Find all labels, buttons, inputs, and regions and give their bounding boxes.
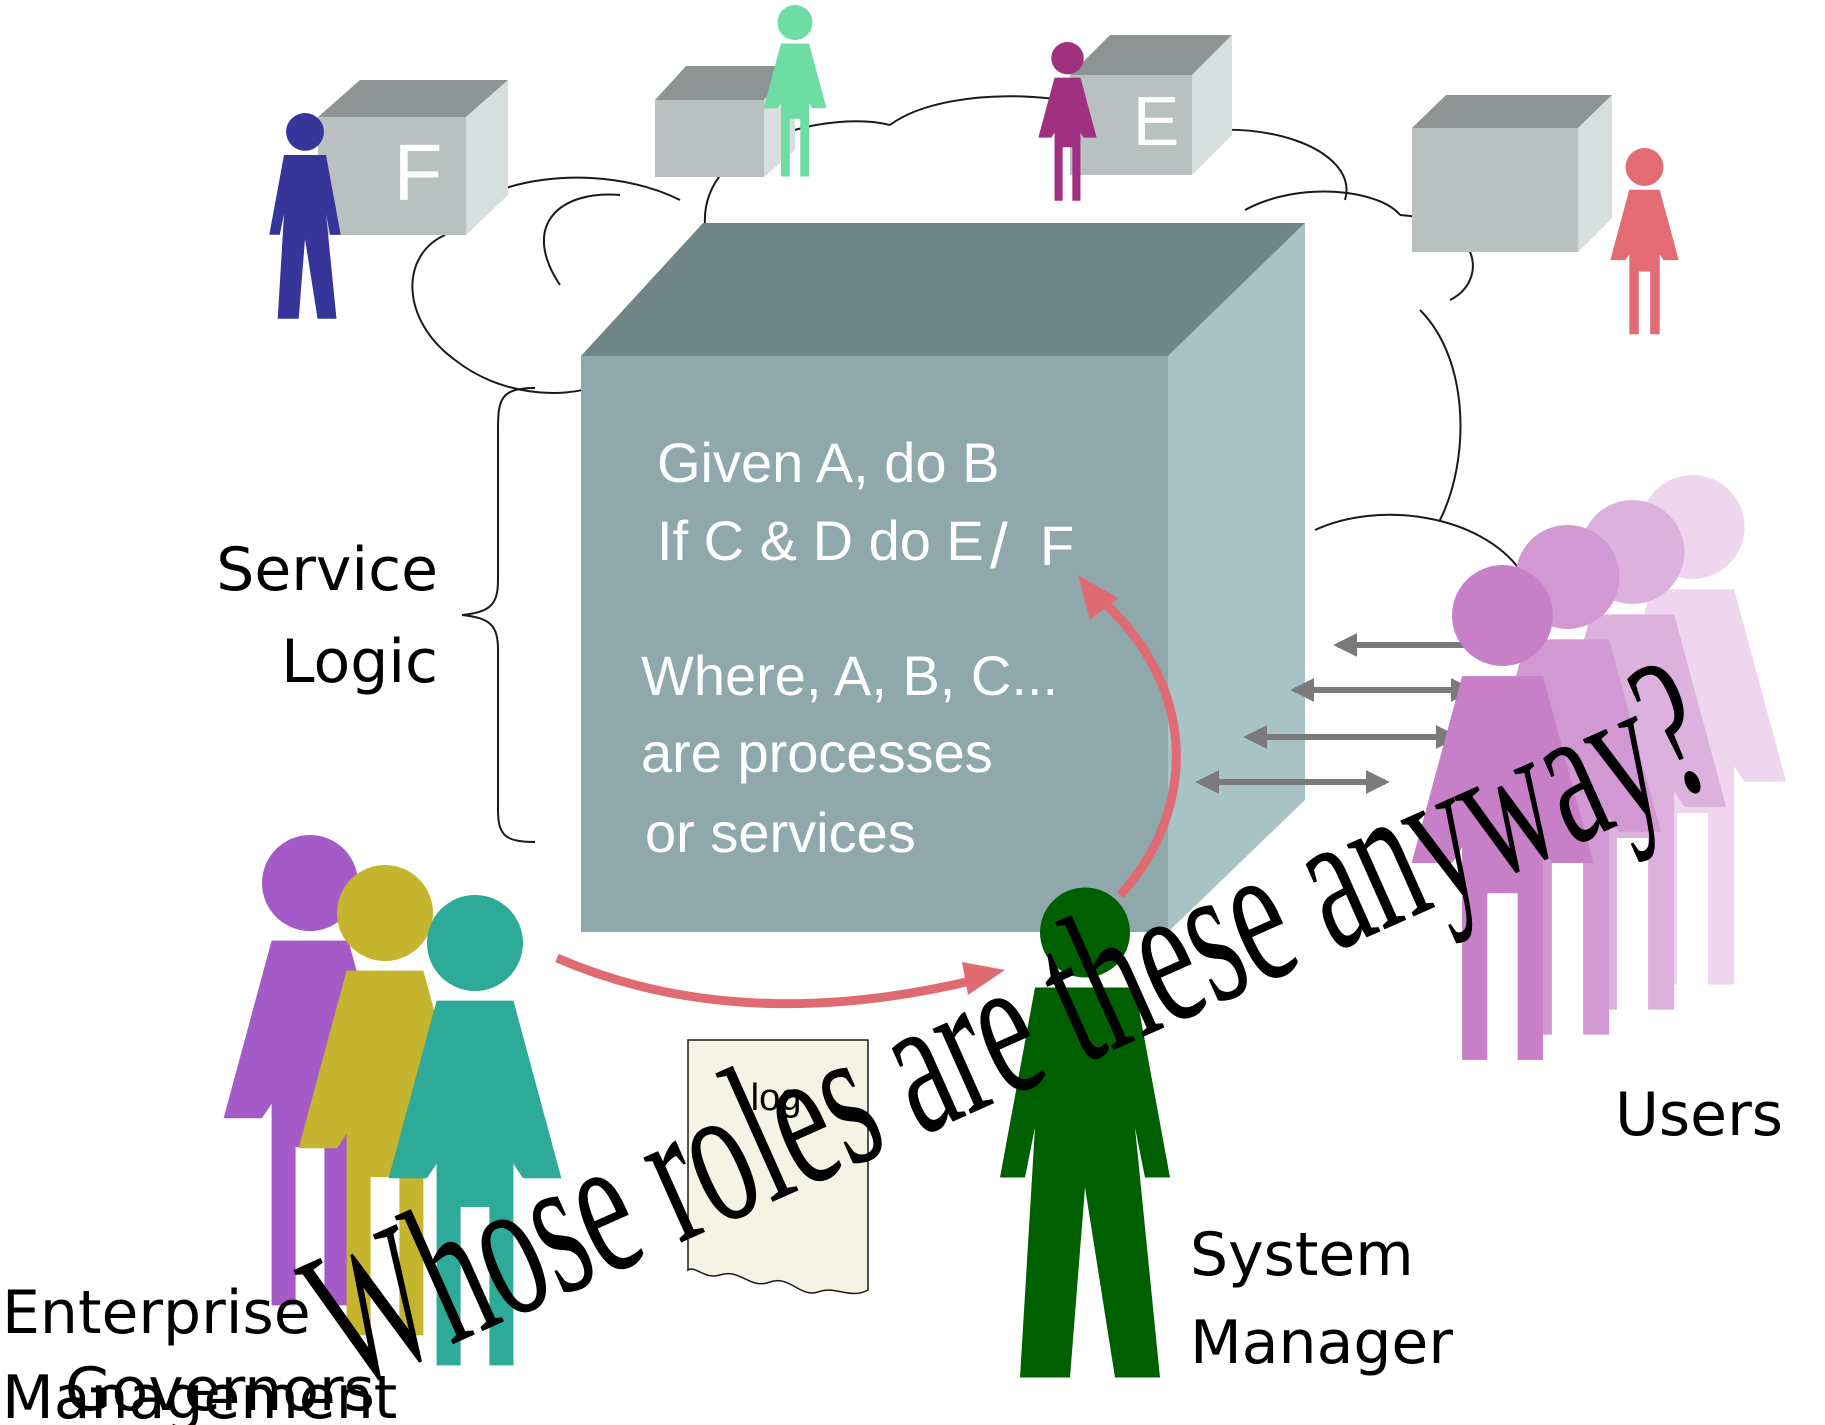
system-manager-label-1: System — [1190, 1220, 1414, 1290]
arrowhead-up-icon — [1078, 575, 1118, 620]
where-line-3: or services — [645, 801, 916, 864]
log-document: log — [687, 1039, 869, 1295]
service-box-f: F — [318, 80, 508, 235]
service-logic-rules: Given A, do B If C & D do E / F Where, A… — [641, 431, 1074, 864]
box-f-label: F — [394, 128, 443, 217]
service-logic-label-1: Service — [216, 535, 438, 605]
rule-if-cd: If C & D do E — [657, 509, 984, 572]
governors-label: Governors — [65, 1355, 375, 1425]
where-line-2: are processes — [641, 721, 993, 784]
service-box-4 — [1412, 95, 1612, 252]
service-logic-label-2: Logic — [281, 627, 438, 697]
service-logic-brace — [461, 387, 536, 843]
system-manager-label-2: Manager — [1190, 1308, 1453, 1378]
svg-text:If C & D do E: If C & D do E — [657, 509, 984, 572]
rule-f: F — [1040, 514, 1074, 577]
rule-given-a: Given A, do B — [657, 431, 999, 494]
service-box-e: E — [1070, 35, 1232, 175]
enterprise-label-2: Management — [2, 1363, 397, 1425]
users-label: Users — [1615, 1080, 1783, 1150]
arrowhead-right-icon — [962, 962, 1005, 995]
interaction-arrows — [1195, 633, 1485, 794]
person-salmon-icon — [1610, 148, 1679, 335]
box-e-label: E — [1133, 82, 1180, 160]
service-logic-box — [581, 223, 1305, 932]
rule-strike: / — [990, 510, 1008, 582]
where-line-1: Where, A, B, C... — [641, 644, 1058, 707]
enterprise-label-1: Enterprise — [2, 1278, 311, 1348]
workflow-arrows — [555, 586, 1181, 1009]
log-label: log — [751, 1077, 802, 1119]
